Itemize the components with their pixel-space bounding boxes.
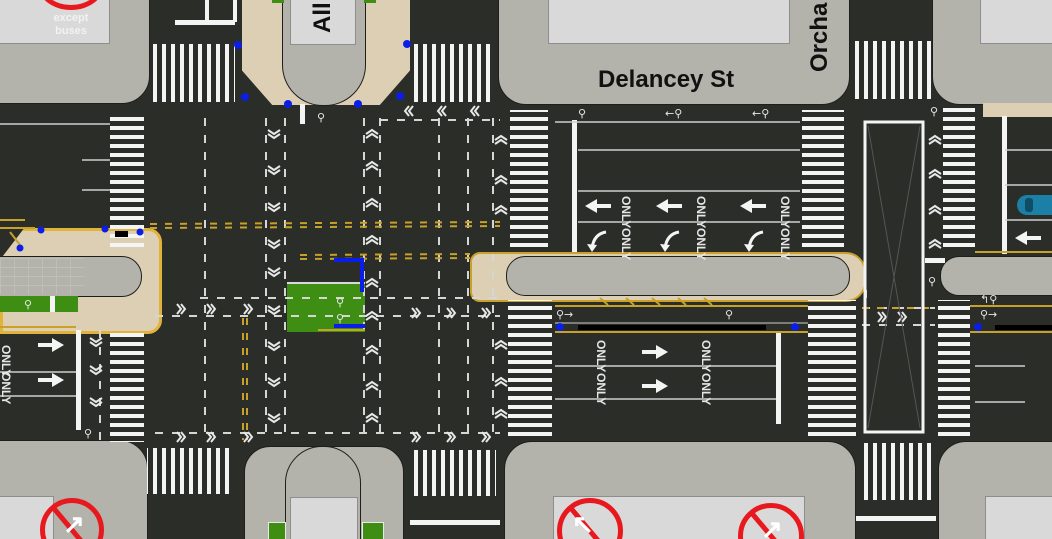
svg-text:ONLY: ONLY <box>699 373 713 405</box>
no-left-turn-sign-bottom-center: ↖ <box>557 498 623 539</box>
turn-arrow-icon: ↖ <box>572 509 594 539</box>
east-median <box>940 256 1052 296</box>
svg-text:ONLY: ONLY <box>699 340 713 372</box>
svg-text:⚲→: ⚲→ <box>556 308 573 321</box>
bike-rack-left <box>268 522 286 539</box>
west-bike-lane-green <box>0 296 78 312</box>
turn-arrow-icon: ↗ <box>761 514 783 539</box>
bike-rack-right <box>362 522 384 539</box>
street-label-delancey: Delancey St <box>598 66 735 93</box>
svg-text:⚲→: ⚲→ <box>980 308 997 321</box>
svg-text:⚲: ⚲ <box>84 427 92 440</box>
svg-text:ONLY: ONLY <box>594 373 608 405</box>
street-label-allen: All <box>309 2 336 33</box>
svg-text:ONLY: ONLY <box>619 228 633 260</box>
svg-text:ONLY: ONLY <box>778 196 792 228</box>
svg-text:ONLY: ONLY <box>0 372 13 404</box>
building-top-center <box>548 0 790 44</box>
svg-text:↰⚲: ↰⚲ <box>980 293 997 306</box>
svg-text:⚲: ⚲ <box>928 275 936 288</box>
east-median-plaza-strip <box>983 103 1052 117</box>
turn-arrow-icon: ↗ <box>63 509 85 539</box>
svg-text:ONLY: ONLY <box>0 345 13 377</box>
no-right-turn-sign-bottom-left: ↗ <box>40 498 104 539</box>
bike-box-green <box>287 282 365 332</box>
svg-text:ONLY: ONLY <box>694 228 708 260</box>
svg-text:⚲: ⚲ <box>930 105 938 118</box>
svg-text:ONLY: ONLY <box>778 228 792 260</box>
svg-text:⚲: ⚲ <box>336 312 344 325</box>
svg-text:⚲: ⚲ <box>578 107 586 120</box>
sign-note-except-buses: except buses <box>53 12 89 37</box>
svg-text:⚲: ⚲ <box>317 111 325 124</box>
bike-rack-top-right <box>364 0 376 3</box>
building-top-left <box>0 0 110 44</box>
street-label-orchard: Orcha <box>806 2 833 72</box>
center-median <box>506 256 850 296</box>
building-bottom-right <box>985 496 1052 539</box>
svg-text:⚲: ⚲ <box>24 298 32 311</box>
bike-rack-top-left <box>272 0 284 3</box>
west-median-grid <box>0 258 84 294</box>
building-top-right <box>980 0 1052 44</box>
svg-text:ONLY: ONLY <box>619 196 633 228</box>
building-allen-top <box>290 0 356 45</box>
building-bottom-center-left <box>290 497 358 539</box>
svg-text:←⚲: ←⚲ <box>665 107 682 120</box>
svg-text:⚲: ⚲ <box>336 296 344 309</box>
svg-text:ONLY: ONLY <box>694 196 708 228</box>
svg-text:⚲: ⚲ <box>725 308 733 321</box>
svg-text:ONLY: ONLY <box>594 340 608 372</box>
car-icon <box>1017 195 1052 215</box>
svg-text:←⚲: ←⚲ <box>752 107 769 120</box>
